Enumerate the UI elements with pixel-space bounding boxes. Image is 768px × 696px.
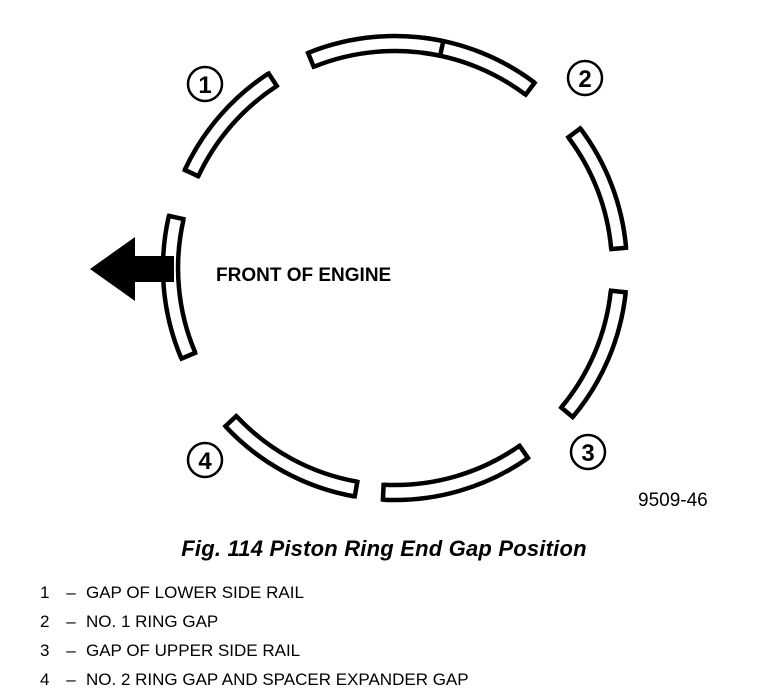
- marker-1-number: 1: [198, 72, 211, 99]
- ring-arc-6-outer: [160, 215, 184, 360]
- marker-3-number: 3: [581, 440, 594, 467]
- legend-item-dash: –: [66, 670, 76, 689]
- ring-gap-cap-6: [516, 442, 532, 461]
- legend-item-number: 1: [40, 583, 50, 602]
- ring-arc-8-inner: [312, 48, 441, 69]
- ring-arc-4-outer: [382, 456, 530, 503]
- ring-arc-5-inner: [234, 414, 358, 484]
- ring-gap-cap-2: [565, 125, 584, 141]
- legend-item-number: 2: [40, 612, 50, 631]
- ring-gap-diagram: FRONT OF ENGINE 1 2 3 4 9509-46: [90, 33, 708, 511]
- ring-arc-2-outer: [578, 127, 629, 248]
- marker-2-number: 2: [578, 66, 591, 93]
- figure-caption: Fig. 114 Piston Ring End Gap Position: [181, 536, 587, 561]
- ring-arc-3-outer: [570, 292, 628, 419]
- ring-gap-cap-9: [222, 412, 240, 430]
- ring-gap-cap-3: [608, 245, 629, 252]
- front-of-engine-label: FRONT OF ENGINE: [216, 265, 391, 286]
- ring-arc-4-inner: [383, 443, 521, 488]
- ring-gap-cap-5: [558, 404, 576, 421]
- legend-item-text: NO. 2 RING GAP AND SPACER EXPANDER GAP: [86, 670, 469, 689]
- ring-arc-6-inner: [175, 218, 198, 354]
- legend-item-4: 4–NO. 2 RING GAP AND SPACER EXPANDER GAP: [40, 665, 469, 694]
- ring-gap-cap-13: [265, 70, 280, 89]
- legend-item-dash: –: [66, 612, 76, 631]
- ring-gap-cap-10: [178, 349, 198, 362]
- ring-arc-7-inner: [196, 84, 279, 178]
- ring-gap-cap-15: [437, 38, 446, 59]
- marker-4: 4: [186, 441, 224, 479]
- ring-gap-cap-14: [305, 50, 317, 70]
- marker-4-number: 4: [198, 448, 212, 475]
- marker-1: 1: [186, 65, 224, 103]
- legend-item-1: 1–GAP OF LOWER SIDE RAIL: [40, 578, 469, 607]
- legend-list: 1–GAP OF LOWER SIDE RAIL 2–NO. 1 RING GA…: [40, 578, 469, 694]
- legend-item-dash: –: [66, 641, 76, 660]
- ring-arc-8-outer: [307, 33, 444, 55]
- marker-2: 2: [566, 59, 604, 97]
- legend-item-text: NO. 1 RING GAP: [86, 612, 219, 631]
- ring-arc-2-inner: [566, 136, 614, 250]
- ring-gap-cap-4: [608, 288, 628, 295]
- legend-item-dash: –: [66, 583, 76, 602]
- left-arrow-icon: [90, 237, 174, 301]
- legend-item-3: 3–GAP OF UPPER SIDE RAIL: [40, 636, 469, 665]
- legend-item-number: 3: [40, 641, 50, 660]
- ring-gap-cap-1: [522, 79, 538, 98]
- legend-item-2: 2–NO. 1 RING GAP: [40, 607, 469, 636]
- ring-arc-1-outer: [423, 35, 536, 85]
- ring-arc-3-inner: [559, 290, 614, 409]
- ring-gap-cap-11: [166, 213, 186, 222]
- ring-arc-1-inner: [421, 50, 527, 97]
- piston-ring-segments: [160, 33, 629, 503]
- figure-code: 9509-46: [638, 490, 708, 511]
- ring-gap-cap-8: [352, 479, 360, 499]
- legend-item-number: 4: [40, 670, 50, 689]
- ring-gap-cap-12: [181, 167, 202, 180]
- legend-item-text: GAP OF UPPER SIDE RAIL: [86, 641, 301, 660]
- legend-item-text: GAP OF LOWER SIDE RAIL: [86, 583, 304, 602]
- marker-3: 3: [569, 433, 607, 471]
- ring-arc-7-outer: [182, 71, 270, 171]
- ring-gap-cap-7: [380, 482, 386, 502]
- ring-arc-5-outer: [223, 424, 356, 499]
